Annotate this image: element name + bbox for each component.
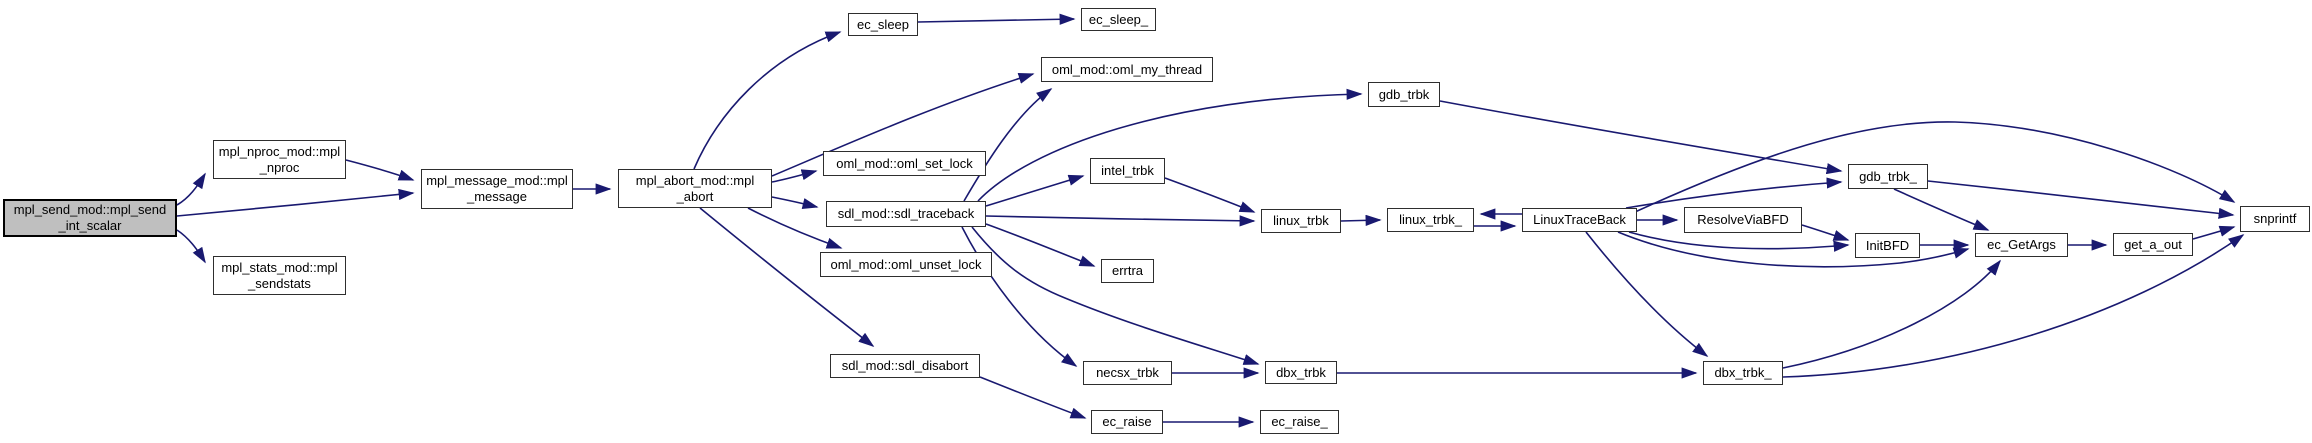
- node-linux_trbk_[interactable]: linux_trbk_: [1387, 208, 1474, 232]
- node-ec_raise_[interactable]: ec_raise_: [1260, 410, 1339, 434]
- edge-linux_trbk-to-linux_trbk_: [1340, 214, 1382, 226]
- edge-mpl_abort-to-oml_unset_lock: [747, 207, 843, 249]
- node-oml_unset_lock[interactable]: oml_mod::oml_unset_lock: [820, 252, 992, 277]
- node-label: dbx_trbk_: [1714, 365, 1772, 380]
- edge-sdl_traceback-to-intel_trbk: [985, 174, 1085, 207]
- node-mpl_message[interactable]: mpl_message_mod::mpl _message: [421, 169, 573, 209]
- node-sdl_traceback[interactable]: sdl_mod::sdl_traceback: [826, 201, 986, 227]
- node-gdb_trbk_[interactable]: gdb_trbk_: [1848, 164, 1928, 189]
- node-label: ec_raise_: [1271, 414, 1328, 429]
- edge-mpl_abort-to-oml_set_lock: [771, 169, 818, 183]
- node-label: ec_sleep_: [1088, 11, 1149, 27]
- edge-LinuxTraceBack-to-ec_GetArgs: [1617, 231, 1970, 268]
- edge-LinuxTraceBack-to-dbx_trbk_: [1585, 231, 1709, 357]
- node-ec_sleep_[interactable]: ec_sleep_: [1081, 8, 1156, 31]
- node-label: mpl_stats_mod::mpl _sendstats: [221, 259, 338, 291]
- edge-sdl_traceback-to-necsx_trbk: [961, 226, 1078, 367]
- edge-intel_trbk-to-linux_trbk: [1164, 177, 1256, 213]
- edge-gdb_trbk-to-gdb_trbk_: [1439, 100, 1843, 175]
- node-oml_my_thread[interactable]: oml_mod::oml_my_thread: [1041, 57, 1213, 82]
- node-label: necsx_trbk: [1096, 365, 1159, 380]
- node-ResolveViaBFD[interactable]: ResolveViaBFD: [1684, 207, 1802, 233]
- node-label: linux_trbk: [1273, 213, 1329, 228]
- node-intel_trbk[interactable]: intel_trbk: [1090, 158, 1165, 184]
- node-label: gdb_trbk_: [1859, 168, 1917, 184]
- node-label: oml_mod::oml_set_lock: [836, 155, 973, 171]
- node-mpl_send_int_scalar: mpl_send_mod::mpl_send _int_scalar: [3, 199, 177, 237]
- node-ec_raise[interactable]: ec_raise: [1091, 410, 1163, 434]
- node-ec_GetArgs[interactable]: ec_GetArgs: [1975, 233, 2068, 257]
- node-label: ec_sleep: [856, 16, 910, 32]
- edge-gdb_trbk_-to-ec_GetArgs: [1893, 188, 1990, 231]
- node-label: InitBFD: [1865, 237, 1910, 253]
- node-sdl_disabort[interactable]: sdl_mod::sdl_disabort: [830, 354, 980, 378]
- node-label: oml_mod::oml_my_thread: [1051, 61, 1203, 77]
- edge-mpl_send_int_scalar-to-mpl_sendstats: [176, 229, 206, 264]
- node-get_a_out[interactable]: get_a_out: [2113, 233, 2193, 256]
- node-label: sdl_mod::sdl_disabort: [841, 358, 969, 373]
- node-label: snprintf: [2253, 211, 2297, 226]
- edge-mpl_nproc-to-mpl_message: [345, 159, 415, 181]
- node-label: linux_trbk_: [1399, 212, 1462, 227]
- node-label: ec_GetArgs: [1987, 237, 2056, 252]
- edge-mpl_send_int_scalar-to-mpl_nproc: [176, 172, 206, 206]
- edge-sdl_traceback-to-linux_trbk: [985, 215, 1256, 227]
- edge-sdl_disabort-to-ec_raise: [979, 376, 1087, 419]
- node-label: errtra: [1111, 263, 1144, 278]
- node-dbx_trbk[interactable]: dbx_trbk: [1265, 361, 1337, 384]
- node-label: get_a_out: [2124, 236, 2182, 252]
- node-mpl_sendstats[interactable]: mpl_stats_mod::mpl _sendstats: [213, 256, 346, 295]
- node-label: ResolveViaBFD: [1697, 212, 1789, 227]
- edge-LinuxTraceBack-to-snprintf: [1634, 121, 2236, 213]
- edge-LinuxTraceBack-to-InitBFD: [1628, 231, 1850, 252]
- node-label: dbx_trbk: [1276, 364, 1326, 380]
- node-label: intel_trbk: [1101, 163, 1154, 178]
- node-label: gdb_trbk: [1378, 86, 1430, 102]
- node-mpl_abort[interactable]: mpl_abort_mod::mpl _abort: [618, 169, 772, 208]
- node-label: mpl_abort_mod::mpl _abort: [635, 172, 755, 204]
- edge-mpl_abort-to-sdl_traceback: [771, 196, 819, 209]
- node-label: mpl_message_mod::mpl _message: [426, 173, 568, 204]
- node-label: ec_raise: [1102, 414, 1152, 429]
- edge-mpl_abort-to-sdl_disabort: [699, 207, 875, 347]
- node-label: LinuxTraceBack: [1533, 212, 1626, 227]
- edge-mpl_abort-to-ec_sleep: [693, 31, 842, 170]
- node-necsx_trbk[interactable]: necsx_trbk: [1083, 361, 1172, 385]
- node-label: mpl_send_mod::mpl_send _int_scalar: [13, 202, 167, 233]
- edge-sdl_traceback-to-oml_my_thread: [963, 88, 1053, 202]
- edge-ec_sleep-to-ec_sleep_: [917, 13, 1076, 25]
- node-mpl_nproc[interactable]: mpl_nproc_mod::mpl _nproc: [213, 140, 346, 179]
- edge-dbx_trbk_-to-snprintf: [1782, 234, 2245, 378]
- edge-sdl_traceback-to-dbx_trbk: [971, 226, 1260, 365]
- node-linux_trbk[interactable]: linux_trbk: [1261, 209, 1341, 233]
- node-ec_sleep[interactable]: ec_sleep: [848, 13, 918, 36]
- node-errtra[interactable]: errtra: [1101, 259, 1154, 283]
- node-gdb_trbk[interactable]: gdb_trbk: [1368, 82, 1440, 107]
- node-snprintf[interactable]: snprintf: [2240, 206, 2310, 232]
- node-oml_set_lock[interactable]: oml_mod::oml_set_lock: [823, 151, 986, 176]
- edge-mpl_send_int_scalar-to-mpl_message: [176, 188, 415, 217]
- edge-sdl_traceback-to-errtra: [985, 223, 1096, 267]
- edge-dbx_trbk_-to-ec_GetArgs: [1782, 259, 2001, 369]
- node-InitBFD[interactable]: InitBFD: [1855, 233, 1920, 258]
- edge-sdl_traceback-to-gdb_trbk: [977, 88, 1363, 202]
- node-label: mpl_nproc_mod::mpl _nproc: [218, 143, 341, 175]
- edge-get_a_out-to-snprintf: [2192, 225, 2236, 240]
- edge-ResolveViaBFD-to-InitBFD: [1801, 224, 1850, 241]
- node-LinuxTraceBack[interactable]: LinuxTraceBack: [1522, 208, 1637, 232]
- node-dbx_trbk_[interactable]: dbx_trbk_: [1703, 361, 1783, 385]
- edge-mpl_abort-to-oml_my_thread: [771, 73, 1035, 177]
- node-label: sdl_mod::sdl_traceback: [837, 206, 975, 221]
- edge-gdb_trbk_-to-snprintf: [1927, 180, 2235, 219]
- node-label: oml_mod::oml_unset_lock: [830, 256, 982, 272]
